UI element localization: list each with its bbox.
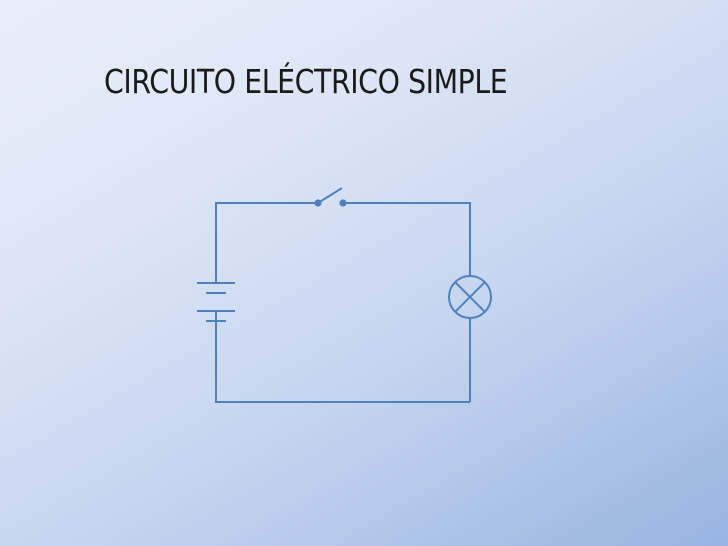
wire-top-right xyxy=(343,202,471,276)
wire-bottom xyxy=(215,311,470,403)
switch-terminal-left xyxy=(314,199,322,207)
lamp-cross-b xyxy=(454,281,486,313)
switch-lever xyxy=(317,187,343,204)
lamp-symbol xyxy=(448,275,492,319)
slide-title: CIRCUITO ELÉCTRICO SIMPLE xyxy=(104,62,508,101)
wire-top-left xyxy=(215,202,318,283)
switch-symbol xyxy=(314,187,347,207)
battery-symbol xyxy=(197,282,235,322)
switch-terminal-right xyxy=(339,199,347,207)
lamp-circle xyxy=(448,275,492,319)
